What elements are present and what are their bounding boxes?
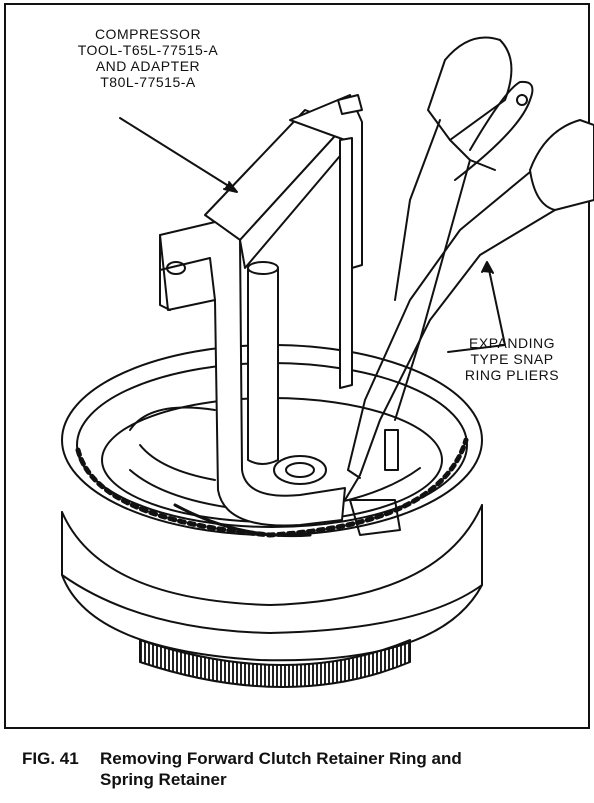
pliers-label-line-3: RING PLIERS bbox=[464, 367, 560, 383]
compressor-label-line-3: AND ADAPTER bbox=[95, 58, 201, 74]
caption-text-2: Spring Retainer bbox=[100, 770, 227, 789]
figure-caption: FIG. 41 Removing Forward Clutch Retainer … bbox=[22, 748, 587, 790]
pliers-label: EXPANDING TYPE SNAP RING PLIERS bbox=[448, 335, 576, 383]
caption-text-1: Removing Forward Clutch Retainer Ring an… bbox=[100, 749, 462, 768]
compressor-label-line-4: T80L-77515-A bbox=[100, 74, 196, 90]
clutch-illustration bbox=[61, 36, 594, 688]
figure-number: FIG. 41 bbox=[22, 749, 79, 768]
compressor-label-line-2: TOOL-T65L-77515-A bbox=[77, 42, 219, 58]
compressor-tool bbox=[129, 94, 363, 527]
snap-ring-pliers bbox=[344, 36, 594, 501]
pliers-leader-line bbox=[447, 264, 506, 353]
pliers-label-line-1: EXPANDING bbox=[469, 335, 555, 351]
pliers-label-line-2: TYPE SNAP bbox=[470, 351, 554, 367]
lower-gear-teeth bbox=[139, 639, 411, 688]
pliers-arrowhead bbox=[481, 261, 494, 274]
caption-line-1: FIG. 41 Removing Forward Clutch Retainer … bbox=[22, 748, 587, 769]
compressor-label-line-1: COMPRESSOR bbox=[94, 26, 202, 42]
compressor-arrowhead bbox=[223, 181, 238, 193]
compressor-tool-label: COMPRESSOR TOOL-T65L-77515-A AND ADAPTER… bbox=[58, 26, 238, 90]
compressor-leader-line bbox=[119, 117, 236, 191]
